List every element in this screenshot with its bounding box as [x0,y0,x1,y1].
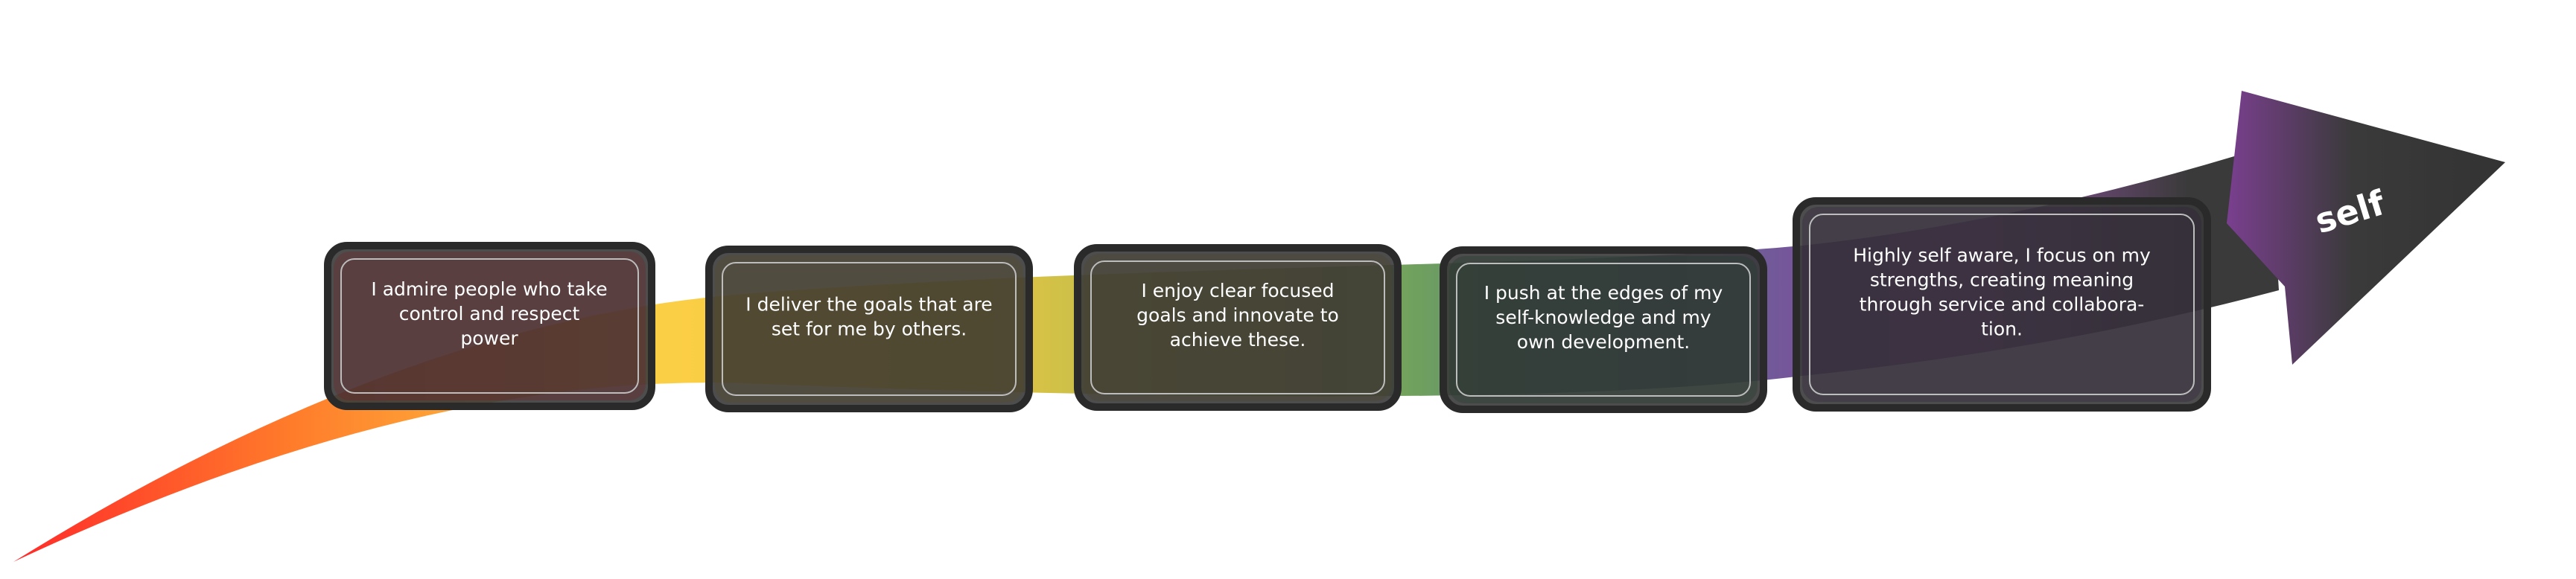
stage-card-3-tint [1084,254,1392,401]
stage-card-5: Highly self aware, I focus on my strength… [1793,197,2211,412]
stage-card-2-tint [715,255,1023,403]
arrow-head [2227,91,2505,365]
stage-text-line: through service and collabora- [1860,294,2145,316]
stage-text-line: achieve these. [1170,329,1306,351]
stage-card-2-text: I deliver the goals that are set for me b… [745,294,992,340]
stage-card-3-inner [1090,260,1385,394]
stage-card-5-text: Highly self aware, I focus on my strength… [1853,245,2151,340]
stage-card-5-tint [1802,207,2201,402]
stage-text-line: I push at the edges of my [1484,282,1723,304]
stage-card-2-frame [705,246,1033,412]
stage-text-line: control and respect [399,303,580,324]
stage-text-line: I admire people who take [371,278,607,300]
stage-text-line: strengths, creating meaning [1870,269,2134,291]
stage-card-4: I push at the edges of my self-knowledge … [1440,246,1767,413]
stage-text-line: set for me by others. [772,319,967,340]
stage-card-5-inner [1809,214,2195,395]
stage-card-4-frame [1440,246,1767,413]
stage-text-line: power [460,327,518,349]
stage-card-1: I admire people who take control and resp… [324,242,655,410]
stage-card-3: I enjoy clear focused goals and innovate … [1074,244,1402,411]
stage-card-1-frame [324,242,655,410]
stage-card-4-tint [1449,256,1758,403]
stage-card-1-inner [340,258,639,394]
stage-text-line: self-knowledge and my [1495,307,1711,328]
stage-text-line: goals and innovate to [1136,304,1339,326]
stage-card-5-frame [1793,197,2211,412]
stage-card-3-text: I enjoy clear focused goals and innovate … [1136,280,1339,351]
stage-text-line: I deliver the goals that are [745,294,992,316]
stage-card-4-inner [1456,263,1751,397]
stage-card-2: I deliver the goals that are set for me b… [705,246,1033,412]
stage-card-4-text: I push at the edges of my self-knowledge … [1484,282,1723,353]
stage-card-1-tint [334,252,646,400]
stage-text-line: own development. [1517,331,1690,353]
stage-card-1-text: I admire people who take control and resp… [371,278,607,349]
stage-card-3-frame [1074,244,1402,411]
stage-text-line: I enjoy clear focused [1141,280,1334,301]
stage-text-line: Highly self aware, I focus on my [1853,245,2151,266]
stage-card-2-inner [722,262,1017,396]
stage-text-line: tion. [1981,319,2023,340]
